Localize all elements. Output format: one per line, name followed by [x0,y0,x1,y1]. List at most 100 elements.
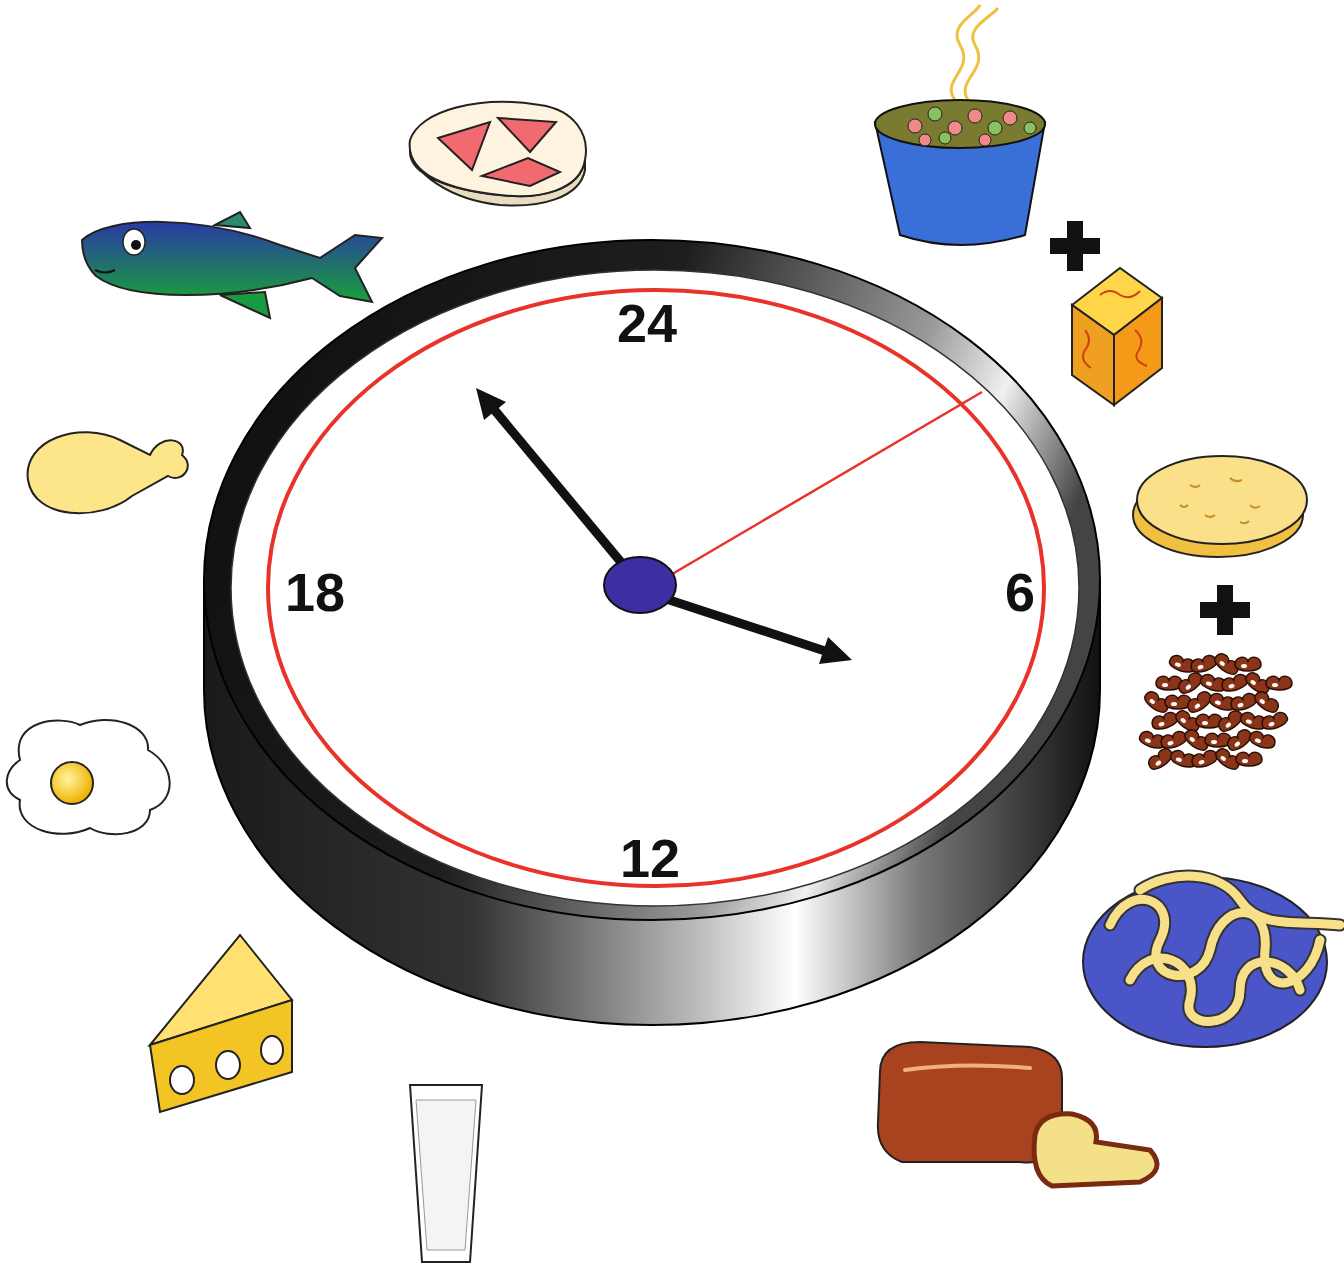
soup-bowl-icon-part [919,134,931,146]
red-hand [645,392,982,590]
bean-highlight [1202,721,1208,725]
tortilla-icon-part [1137,456,1307,544]
fish-icon-part [95,270,115,273]
bean-shape [1189,654,1218,675]
bean-highlight [1175,757,1182,763]
bean-highlight [1225,722,1232,729]
dial-number: 24 [617,296,677,350]
bean-shape [1229,692,1258,713]
steak-icon-part [498,118,556,152]
bean-highlight [1234,741,1241,748]
clock-face [231,270,1079,906]
plus-sign [1050,221,1100,271]
bean-shape [1248,730,1277,751]
bean-shape [1266,676,1292,690]
milk-glass-icon-part [410,1085,482,1262]
beans-icon [1138,651,1292,772]
bean-highlight [1228,683,1235,689]
soup-bowl-icon-part [979,134,991,146]
dial-number: 6 [1005,565,1035,619]
soup-bowl-icon-part [928,107,942,121]
bread-icon-part [1034,1114,1157,1186]
bean-shape [1190,749,1219,770]
bean-highlight [1268,721,1275,727]
bean-highlight [1158,721,1165,727]
bean-highlight [1272,683,1278,687]
bean-shape [1248,730,1277,751]
bean-highlight [1149,698,1156,705]
bean-shape [1252,689,1281,715]
fish-icon-part [220,292,270,318]
short-hand [645,592,828,652]
bean-shape [1190,749,1219,770]
steak-icon-part [410,102,586,196]
bean-shape [1236,752,1262,766]
bean-highlight [1162,683,1168,687]
bean-shape [1150,711,1179,732]
pasta-icon-part-part [1130,958,1300,1021]
cheese-icon [150,935,292,1112]
bean-highlight [1144,738,1151,744]
bean-highlight [1155,760,1162,767]
bean-shape [1266,676,1292,690]
cube-icon-part [1072,305,1114,405]
bean-shape [1189,654,1218,675]
plus-sign-part [1217,585,1233,635]
bean-shape [1252,689,1281,715]
bean-highlight [1171,702,1177,706]
dial-number: 18 [285,565,345,619]
chicken-leg-icon [28,432,188,513]
soup-bowl-icon-part [1003,111,1017,125]
bean-shape [1150,711,1179,732]
tortilla-icon-part [1180,478,1260,523]
bean-highlight [1189,736,1196,743]
bean-highlight [1167,740,1174,746]
clock-rim [204,240,1100,920]
bean-highlight [1214,700,1221,706]
cheese-icon-part [261,1036,283,1064]
bean-highlight [1219,660,1226,667]
bean-highlight [1245,719,1252,725]
milk-glass-icon [410,1085,482,1262]
bread-icon-part [905,1065,1030,1070]
soup-bowl-icon-part [968,109,982,123]
soup-bowl-icon-part [965,8,998,100]
pasta-icon-part-part [1140,876,1340,925]
pasta-icon-part [1083,877,1327,1047]
bean-highlight [1237,702,1244,708]
soup-bowl-icon-part [875,100,1045,148]
bread-icon [878,1042,1157,1186]
egg-icon-part [51,762,93,804]
soup-bowl-icon-part [939,132,951,144]
bean-highlight [1250,679,1257,686]
bean-shape [1220,673,1249,694]
bean-shape [1260,711,1289,732]
steak-icon-part [482,158,560,186]
plus-sign [1200,585,1250,635]
bean-highlight [1259,698,1266,705]
fish-icon-part [123,229,145,255]
bean-highlight [1194,703,1201,710]
bean-highlight [1174,662,1181,668]
clock-hands [476,388,982,664]
pasta-icon [1083,876,1340,1047]
fish-icon-part [131,240,141,250]
chicken-leg-icon-part [28,432,188,513]
soup-bowl-icon [875,5,1045,245]
bean-shape [1159,730,1188,751]
bean-shape [1236,752,1262,766]
short-hand-head [819,637,852,664]
soup-bowl-icon-part [908,119,922,133]
bean-highlight [1180,717,1187,724]
tortilla-icon [1133,456,1307,557]
soup-bowl-icon-part [948,121,962,135]
bean-highlight [1198,759,1205,765]
egg-icon-part [7,720,170,834]
pasta-icon-part-part [1140,876,1340,925]
cheese-icon-part [150,1000,292,1112]
bean-highlight [1254,738,1261,744]
bean-highlight [1242,759,1248,763]
clock-body [204,240,1100,1025]
